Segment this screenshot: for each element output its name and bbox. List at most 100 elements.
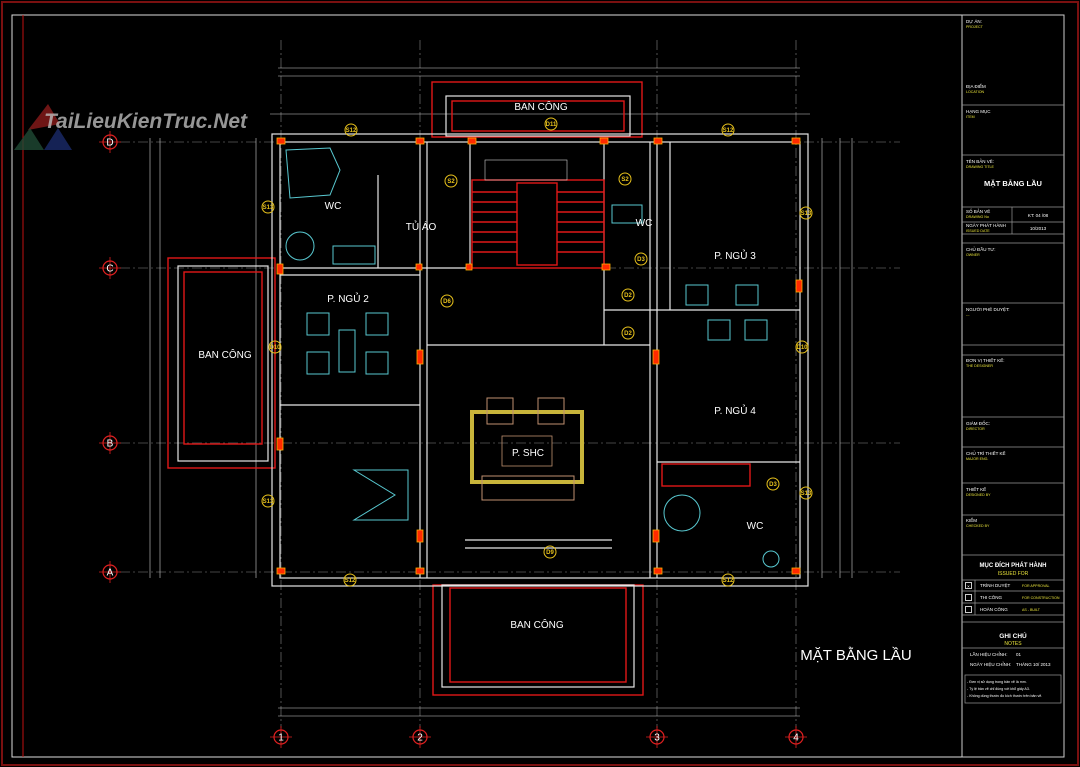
tb-date-sub: ISSUED DATE (966, 229, 990, 233)
door-tag-circle (766, 477, 780, 491)
door-tag-circle (621, 326, 635, 340)
tb-project-label: DỰ ÁN: (966, 18, 982, 24)
walls (271, 133, 809, 587)
grid-bubble-circle (649, 729, 665, 745)
grid-bubble-circle (412, 729, 428, 745)
label-balcony-top: BAN CÔNG (514, 100, 568, 113)
door-tag: D3 (634, 252, 648, 266)
door-tag-label: S2 (447, 179, 455, 185)
label-wardrobe: TỦ ÁO (406, 220, 437, 233)
tb-major-eng-sub: MAJOR ENG. (966, 457, 988, 461)
door-tag-label: D11 (546, 122, 557, 128)
tb-designer-label: ĐƠN VỊ THIẾT KẾ: (966, 357, 1004, 363)
tb-approver-sub: --- (966, 313, 970, 317)
tb-note-3: - Không dùng thước đo kích thước trên bả… (967, 694, 1042, 698)
tb-drawing-no-label: SỐ BẢN VẼ (966, 208, 990, 214)
grid-bubble-circle (102, 435, 118, 451)
tb-note-1: - Đơn vị sử dụng trong bản vẽ là mm. (967, 680, 1027, 684)
columns (276, 137, 803, 575)
door-tag: S2 (444, 174, 458, 188)
grid-bubbles: D C B A 1 2 3 4 (99, 131, 807, 748)
tb-drawing-no-value: KT: 04 /08 (1028, 213, 1049, 218)
door-tag-circle (268, 340, 282, 354)
tb-approver-label: NGƯỜI PHÊ DUYỆT: (966, 305, 1009, 312)
tb-major-eng-label: CHỦ TRÌ THIẾT KẾ (966, 450, 1006, 456)
tb-project-sub: PROJECT (966, 25, 984, 29)
door-tag-circle (799, 206, 813, 220)
grid-bubble-circle (102, 134, 118, 150)
door-tag-label: S2 (621, 177, 629, 183)
door-tag-circle (344, 123, 358, 137)
tb-item-sub: ITEM (966, 115, 975, 119)
door-tag: S13 (261, 200, 275, 214)
issued-for-option-asbuilt: HOÀN CÔNG AS - BUILT (965, 606, 1041, 613)
tb-designed-label: THIẾT KẾ (966, 486, 986, 492)
grid-bubble-label: 4 (793, 733, 799, 744)
tb-director-label: GIÁM ĐỐC: (966, 420, 990, 426)
tb-revision-date-value: THÁNG 10/ 2013 (1016, 661, 1051, 667)
door-tag-label: S12 (346, 128, 357, 134)
tb-issued-for-title: MỤC ĐÍCH PHÁT HÀNH (980, 561, 1047, 569)
door-tag-circle (634, 252, 648, 266)
door-tag: D6 (440, 294, 454, 308)
door-tag-circle (343, 573, 357, 587)
door-tag: D2 (621, 326, 635, 340)
grid-bubble-circle (102, 260, 118, 276)
door-tag: S12 (344, 123, 358, 137)
grid-bubble: 1 (270, 726, 292, 748)
tb-owner-sub: OWNER (966, 253, 980, 257)
door-tag-circle (543, 545, 557, 559)
tb-date-label: NGÀY PHÁT HÀNH (966, 222, 1006, 228)
grid-bubble: D (99, 131, 121, 153)
door-tag-label: S12 (723, 128, 734, 134)
tb-designed-sub: DESIGNED BY (966, 493, 991, 497)
tb-checked-label: KIỂM (966, 517, 977, 523)
door-tag-circle (440, 294, 454, 308)
label-balcony-bottom: BAN CÔNG (510, 618, 564, 631)
door-tag-circle (621, 288, 635, 302)
door-tag: D2 (621, 288, 635, 302)
option-approval-sub: FOR APPROVAL (1022, 584, 1050, 588)
door-tag: D9 (543, 545, 557, 559)
checkbox-asbuilt[interactable] (965, 606, 972, 613)
grid-bubble: 3 (646, 726, 668, 748)
grid-bubble-circle (273, 729, 289, 745)
tb-title-sub: DRAWING TITLE (966, 165, 995, 169)
door-tag-label: D2 (624, 293, 632, 299)
grid-bubble: C (99, 257, 121, 279)
tb-notes-title: GHI CHÚ (999, 631, 1027, 640)
furniture (285, 147, 780, 568)
title-block: DỰ ÁN: PROJECT ĐỊA ĐIỂM LOCATION HẠNG MỤ… (961, 14, 1065, 758)
door-tag: S2 (618, 172, 632, 186)
grid-bubble-label: 1 (278, 733, 284, 744)
label-bedroom-4: P. NGỦ 4 (714, 404, 756, 417)
door-tag: D3 (766, 477, 780, 491)
staircase (471, 159, 605, 269)
option-approval-label: TRÌNH DUYỆT (980, 581, 1011, 588)
grid-bubble: A (99, 561, 121, 583)
grid-bubble-circle (788, 729, 804, 745)
door-tag: S12 (721, 123, 735, 137)
door-tag-circle (795, 340, 809, 354)
issued-for-option-construction: THI CÔNG FOR CONSTRUCTION (965, 594, 1060, 601)
grid-bubble: 2 (409, 726, 431, 748)
grid-bubble: 4 (785, 726, 807, 748)
tb-location-label: ĐỊA ĐIỂM (966, 83, 986, 89)
tb-title-label: TÊN BẢN VẼ: (966, 157, 994, 164)
grid-bubble-label: 2 (417, 733, 423, 744)
door-tag-circle (261, 494, 275, 508)
door-tag-label: D10 (796, 345, 808, 351)
grid-bubble-label: 3 (654, 733, 660, 744)
option-construction-label: THI CÔNG (980, 594, 1002, 600)
tb-drawing-no-sub: DRAWING No (966, 215, 989, 219)
tb-notes-sub: NOTES (1004, 641, 1022, 647)
door-tag: S12 (343, 573, 357, 587)
door-tag-circle (261, 200, 275, 214)
checkbox-construction[interactable] (965, 594, 972, 601)
checkbox-approval[interactable] (965, 582, 972, 589)
option-construction-sub: FOR CONSTRUCTION (1022, 596, 1060, 600)
door-tag-circle (721, 573, 735, 587)
grid-bubble: B (99, 432, 121, 454)
grid-bubble-label: D (106, 138, 113, 149)
